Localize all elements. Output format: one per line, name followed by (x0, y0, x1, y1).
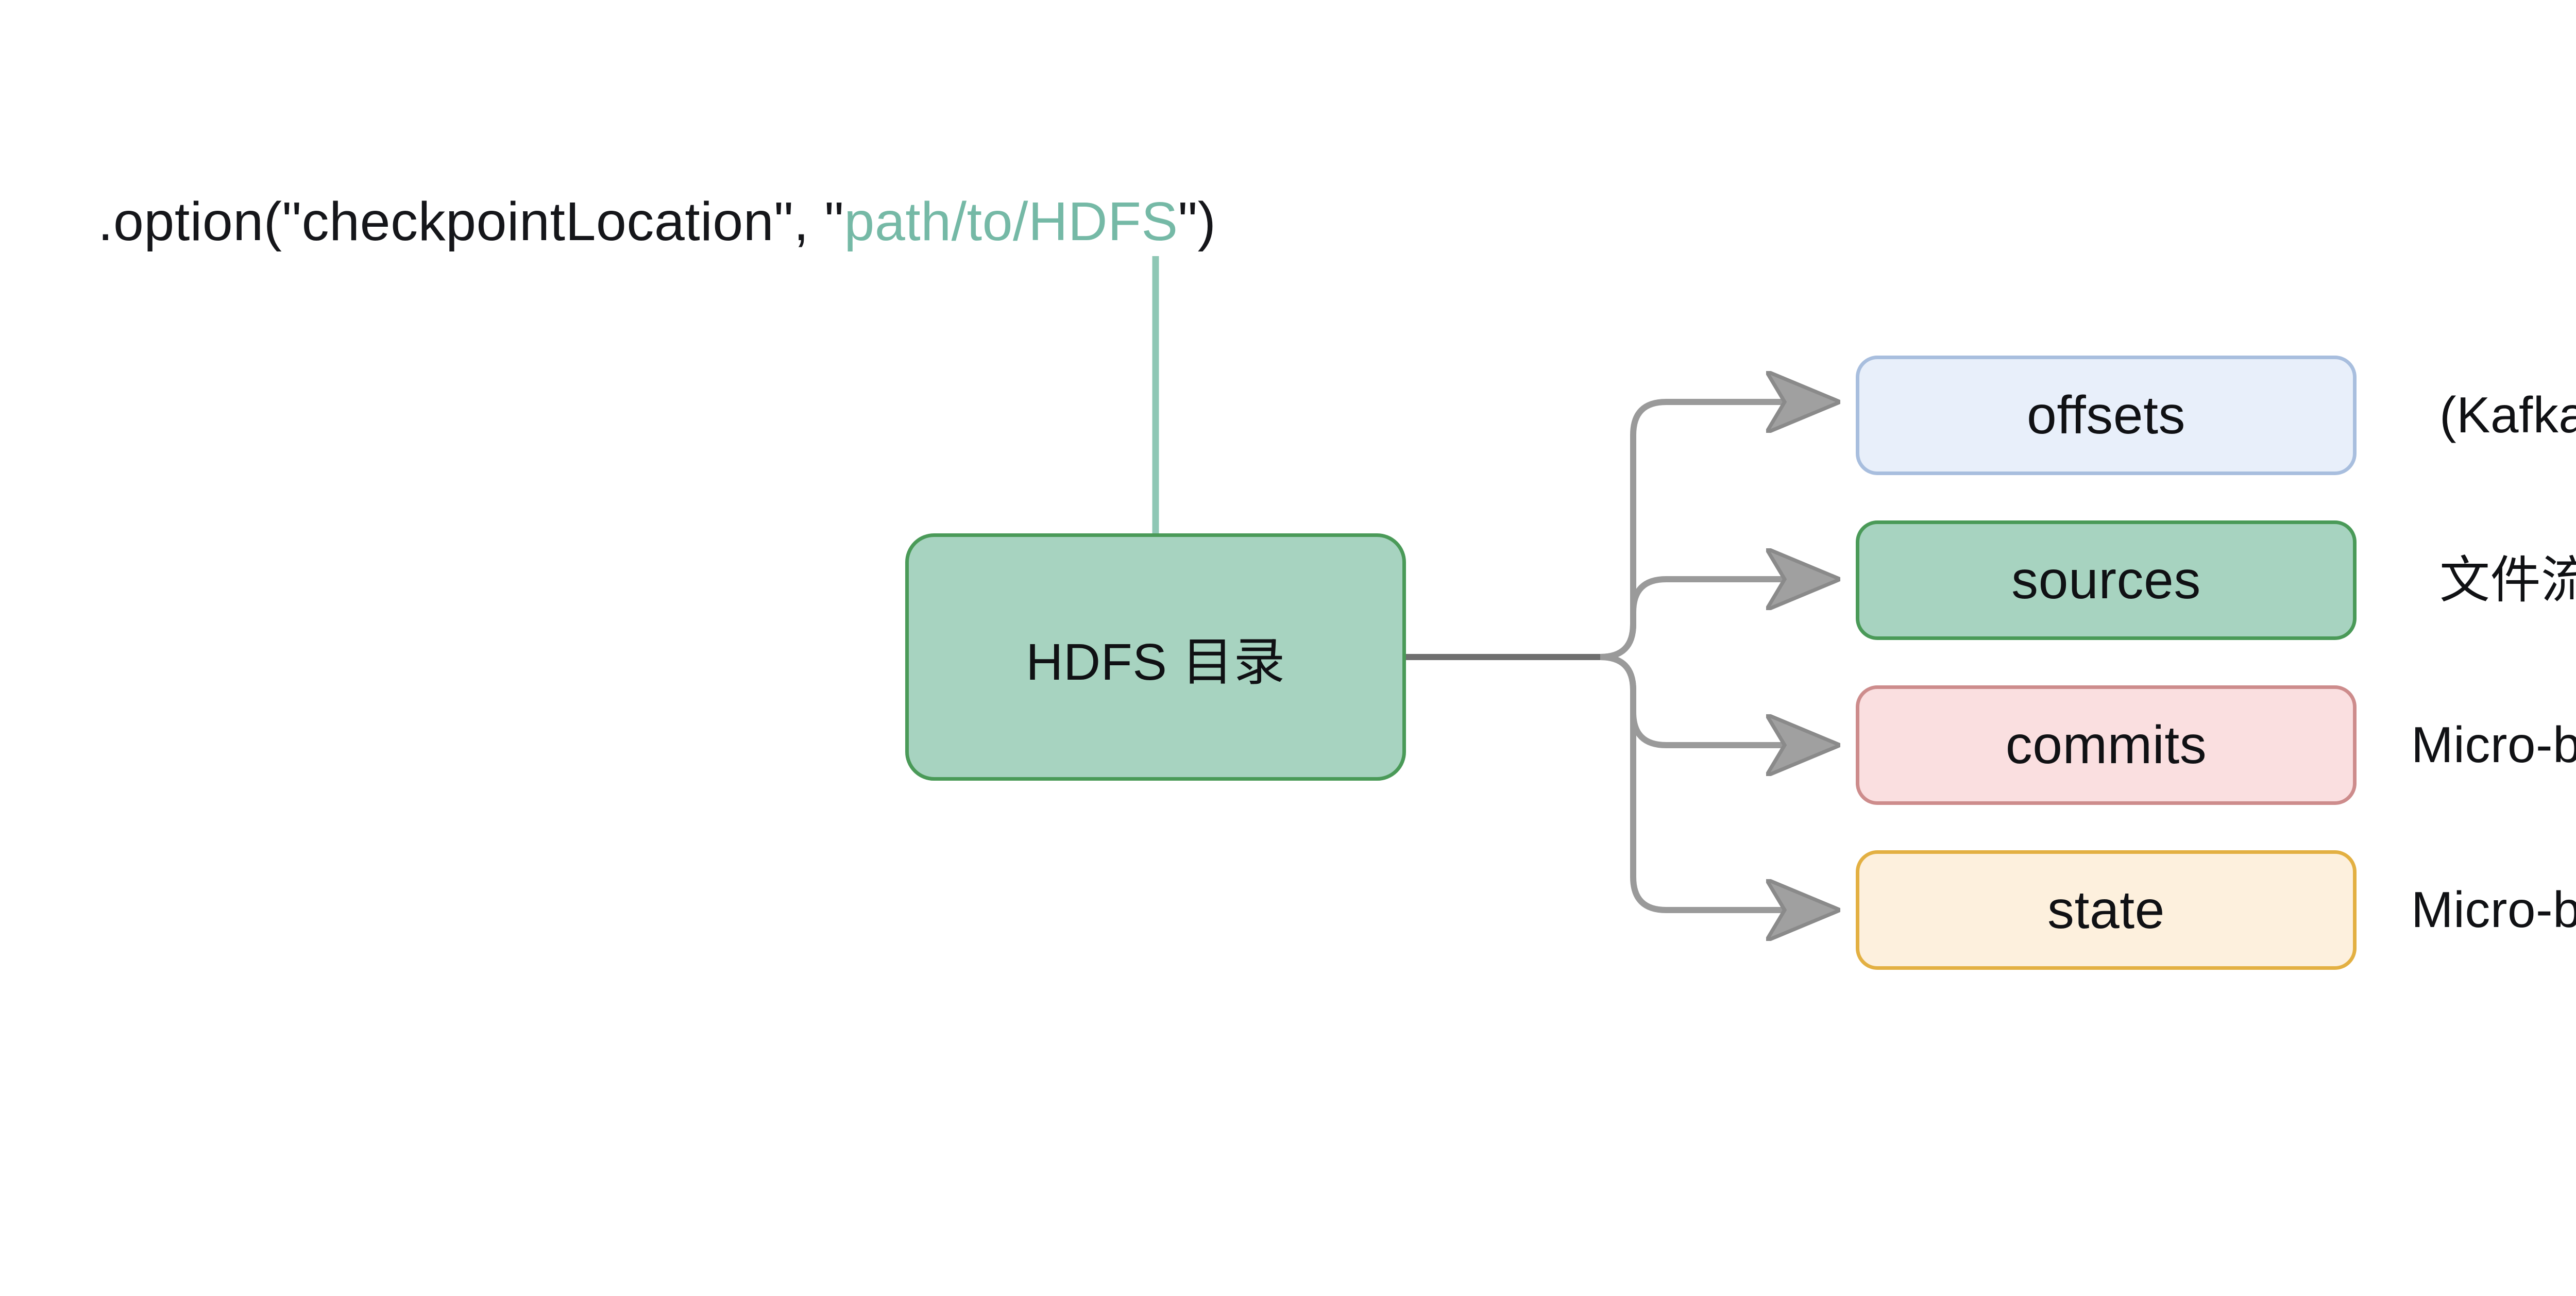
code-path-literal: path/to/HDFS (844, 191, 1178, 252)
node-offsets-label: offsets (2027, 385, 2185, 445)
link-to-state (1600, 654, 1834, 910)
node-state[interactable]: state (1856, 850, 2357, 970)
node-commits-label: commits (2005, 715, 2207, 775)
annotation-state: Micro-batch处理过程中的中间状态 (2411, 881, 2576, 938)
node-sources[interactable]: sources (1856, 520, 2357, 640)
node-sources-label: sources (2011, 550, 2201, 610)
annotation-sources: 文件流元信息(文件名、类型等) (2439, 551, 2576, 608)
node-hdfs-directory-label: HDFS 目录 (1026, 633, 1285, 691)
code-suffix: ") (1178, 191, 1216, 252)
node-state-label: state (2047, 880, 2165, 940)
node-commits[interactable]: commits (1856, 685, 2357, 805)
code-prefix: .option("checkpointLocation", " (98, 191, 844, 252)
link-to-commits (1600, 654, 1834, 745)
node-hdfs-directory[interactable]: HDFS 目录 (905, 533, 1406, 781)
link-to-offsets (1600, 402, 1834, 660)
annotation-commits: Micro-batch交付到Sink的状态记录 (2411, 716, 2576, 773)
checkpoint-location-code: .option("checkpointLocation", "path/to/H… (98, 188, 1216, 255)
link-to-sources (1600, 579, 1834, 660)
annotation-offsets: (Kafka)消息的偏移地址 (2439, 386, 2576, 443)
node-offsets[interactable]: offsets (1856, 356, 2357, 475)
